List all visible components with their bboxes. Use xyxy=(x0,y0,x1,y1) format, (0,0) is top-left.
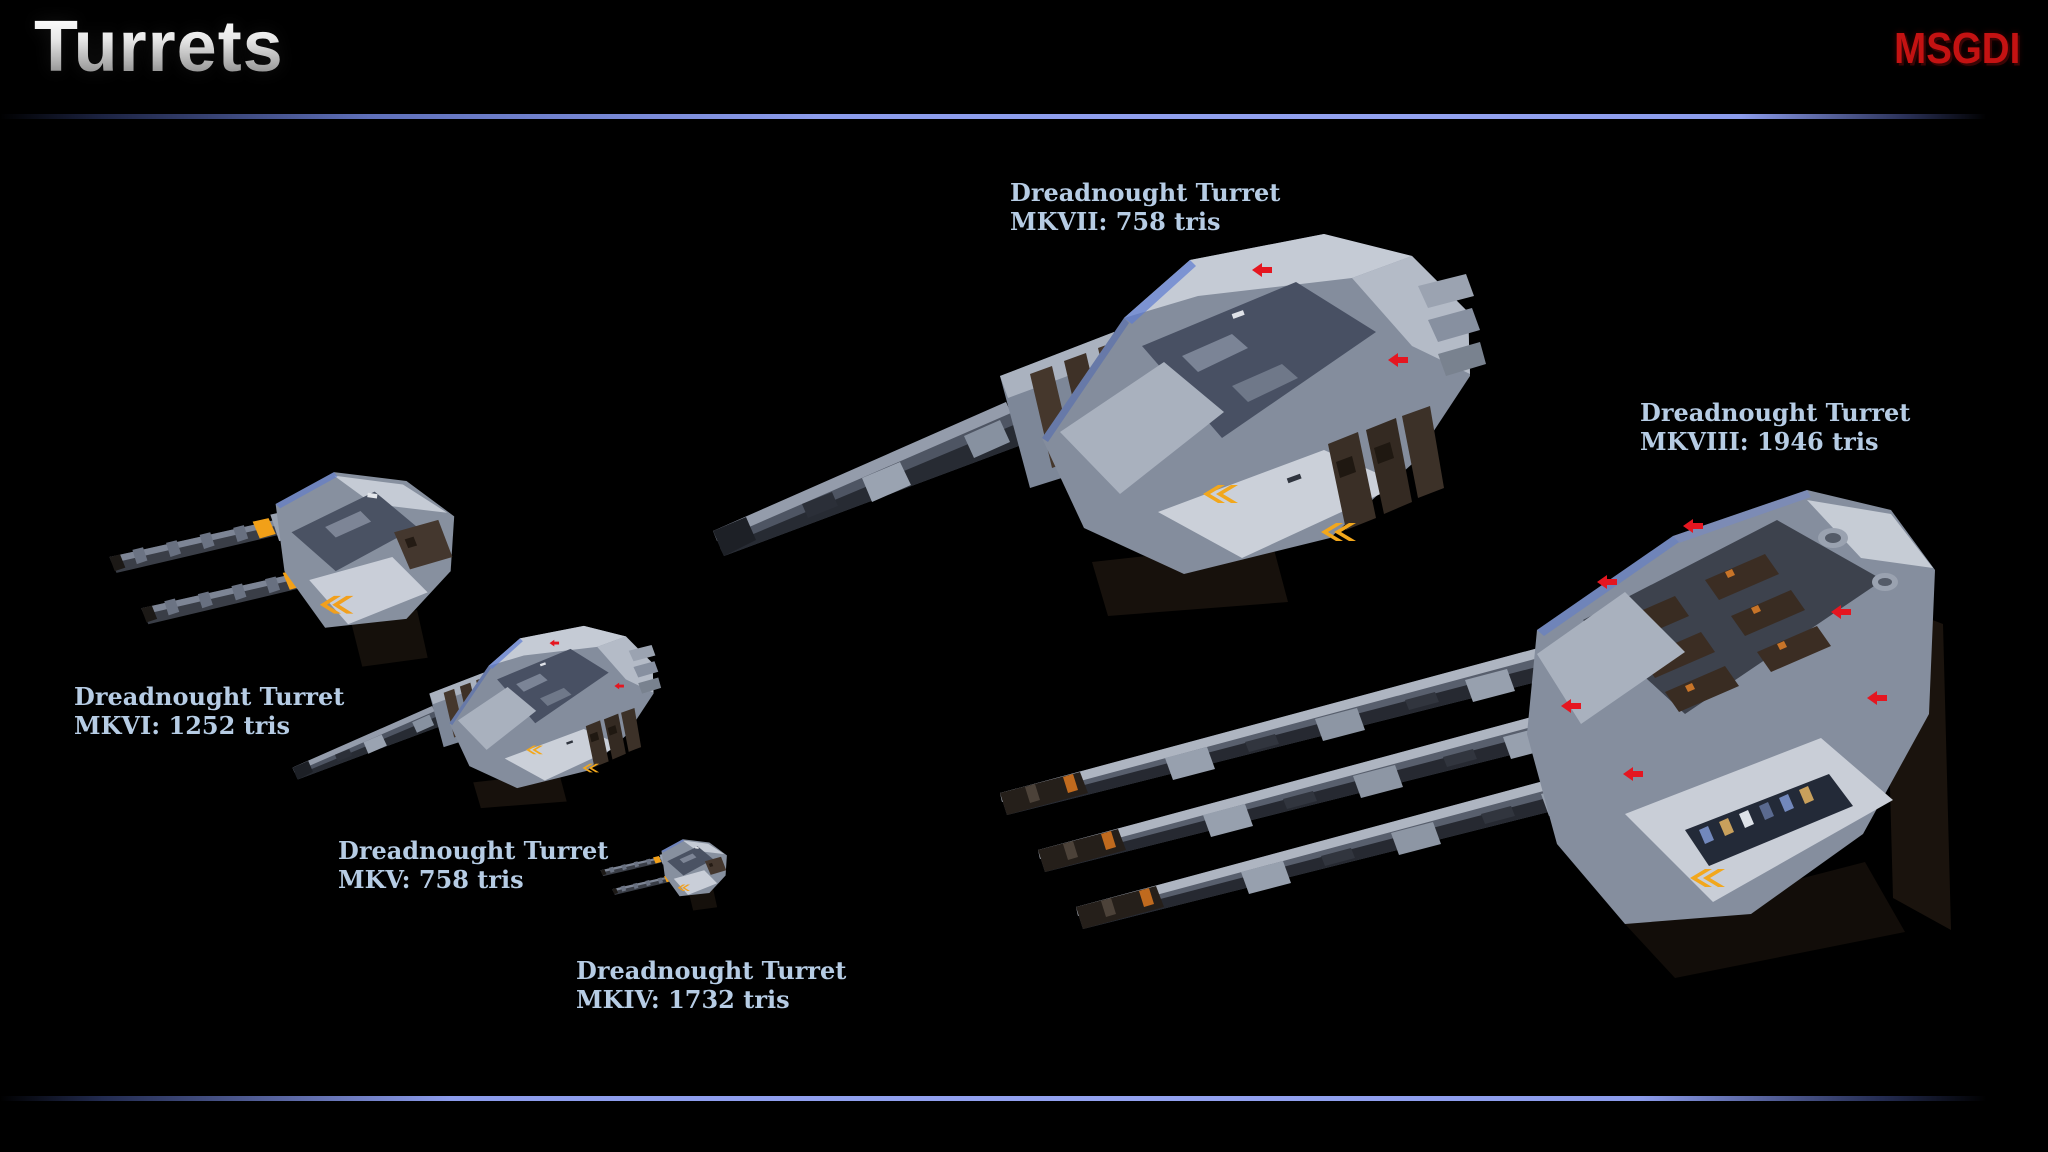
turret-illustration xyxy=(598,834,734,915)
turret-mkv-label: Dreadnought Turret MKV: 758 tris xyxy=(338,836,608,894)
turret-mkv-model xyxy=(292,622,664,813)
turret-mkiv-model xyxy=(598,834,734,915)
turret-tris-count: MKVIII: 1946 tris xyxy=(1640,427,1879,456)
turret-name: Dreadnought Turret xyxy=(1010,178,1281,207)
turret-tris-count: MKVII: 758 tris xyxy=(1010,207,1221,236)
turret-mkviii-model xyxy=(985,462,1960,1002)
turret-mkvi-label: Dreadnought Turret MKVI: 1252 tris xyxy=(74,682,344,740)
top-divider xyxy=(0,114,2048,119)
page-title: Turrets xyxy=(34,7,284,87)
turret-tris-count: MKIV: 1732 tris xyxy=(576,985,790,1014)
turret-tris-count: MKV: 758 tris xyxy=(338,865,524,894)
turret-name: Dreadnought Turret xyxy=(338,836,609,865)
turret-mkviii-label: Dreadnought Turret MKVIII: 1946 tris xyxy=(1640,398,1910,456)
turret-illustration xyxy=(292,622,664,813)
bottom-divider xyxy=(0,1096,2048,1101)
turret-tris-count: MKVI: 1252 tris xyxy=(74,711,290,740)
turret-illustration xyxy=(985,462,1960,1002)
turret-name: Dreadnought Turret xyxy=(1640,398,1911,427)
brand-logo: MSGDI xyxy=(1893,24,2020,73)
turret-name: Dreadnought Turret xyxy=(74,682,345,711)
turret-mkiv-label: Dreadnought Turret MKIV: 1732 tris xyxy=(576,956,846,1014)
turret-name: Dreadnought Turret xyxy=(576,956,847,985)
turret-mkvii-label: Dreadnought Turret MKVII: 758 tris xyxy=(1010,178,1280,236)
